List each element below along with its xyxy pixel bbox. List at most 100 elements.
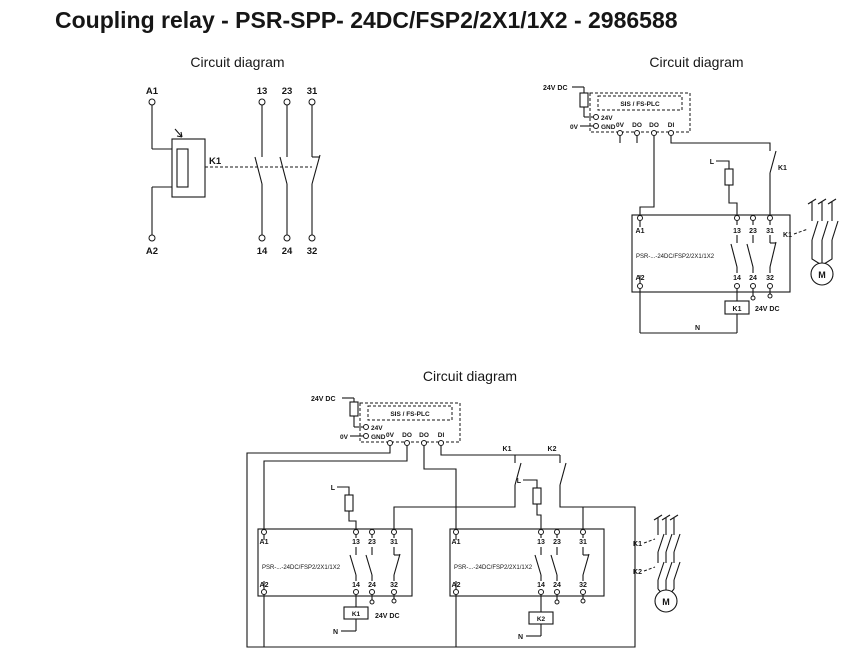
circuit-diagram-2: Circuit diagram: [540, 54, 853, 347]
return-loop: [246, 446, 636, 648]
dev-24-label: 24: [749, 275, 757, 282]
device1-name: PSR-...-24DC/FSP2/2X1/1X2: [262, 565, 341, 571]
circuit-svg-2: 24V DC SIS / FS-PLC 24V GND 0V 0V DO DO …: [543, 85, 839, 334]
dev1-14-label: 14: [352, 582, 360, 589]
dev-a1-label: A1: [636, 228, 645, 235]
supply-24vdc: [342, 397, 363, 428]
io-do1-label: DO: [402, 432, 412, 439]
contactor-coil-circuit-2: [455, 595, 586, 647]
line2-label: L: [517, 478, 522, 485]
plc-24v-label: 24V: [371, 425, 383, 432]
dev2-24-label: 24: [553, 582, 561, 589]
motor-label: M: [662, 597, 670, 607]
terminal-label-24: 24: [282, 246, 293, 257]
feedback-k1-label: K1: [778, 165, 787, 172]
motor-circle: [810, 262, 834, 286]
circuit-svg-1: A1 13 23 31 A2 14 24 32 K1: [146, 86, 321, 257]
psr-relay-block-2: [449, 528, 605, 597]
dev2-14-label: 14: [537, 582, 545, 589]
supply-24vdc: [572, 86, 593, 118]
dev1-13-label: 13: [352, 539, 360, 546]
contactor-k2-label: K2: [633, 569, 642, 576]
coil-supply-label: 24V DC: [755, 306, 780, 313]
terminal-label-a2: A2: [146, 246, 158, 257]
dev-14-label: 14: [733, 275, 741, 282]
plc-24v-label: 24V: [601, 115, 613, 122]
dev2-31-label: 31: [579, 539, 587, 546]
fuse: [724, 168, 734, 186]
io-do2-label: DO: [419, 432, 429, 439]
control-wiring: [263, 446, 584, 529]
contactor-coil-circuit: [639, 289, 773, 334]
dev2-13-label: 13: [537, 539, 545, 546]
zero-volt-label: 0V: [340, 434, 349, 441]
feedback-k2-label: K2: [548, 446, 557, 453]
terminal-label-31: 31: [307, 86, 318, 97]
contactor-link: [793, 228, 809, 235]
dev2-32-label: 32: [579, 582, 587, 589]
io-di-label: DI: [438, 432, 445, 439]
io-0v-label: 0V: [386, 432, 395, 439]
diagram-1-heading: Circuit diagram: [190, 54, 285, 70]
coil-k1-label: K1: [352, 611, 361, 618]
line-fuse-branch-2: [523, 479, 542, 529]
coil-label-k1: K1: [209, 156, 222, 167]
contactor-link-k1: [643, 538, 656, 544]
motor-label: M: [818, 270, 826, 280]
coil-supply-label: 24V DC: [375, 613, 400, 620]
dev-32-label: 32: [766, 275, 774, 282]
io-di-label: DI: [668, 122, 675, 129]
coil-k1-label: K1: [733, 306, 742, 313]
coil-inner: [176, 148, 189, 188]
diagram-3-heading: Circuit diagram: [422, 368, 518, 384]
dev1-31-label: 31: [390, 539, 398, 546]
contactor-k1-label: K1: [633, 541, 642, 548]
dev1-a2-label: A2: [260, 582, 269, 589]
contactor-coil-circuit-1: [263, 595, 397, 647]
terminal-label-a1: A1: [146, 86, 159, 97]
fuse: [349, 401, 359, 417]
dev1-32-label: 32: [390, 582, 398, 589]
io-do1-label: DO: [632, 122, 642, 129]
io-0v-label: 0V: [616, 122, 625, 129]
circuit-diagram-1: Circuit diagram: [130, 54, 345, 267]
motor-branch: [793, 198, 839, 286]
plc-label: SIS / FS-PLC: [390, 411, 430, 418]
io-do2-label: DO: [649, 122, 659, 129]
coil-k2-label: K2: [537, 616, 546, 623]
neutral-label: N: [695, 325, 700, 332]
contactor-link-k2: [643, 566, 656, 572]
nc-contact-31-32: [311, 105, 321, 235]
neutral2-label: N: [518, 634, 523, 641]
safety-plc-block: [350, 402, 461, 446]
dev-13-label: 13: [733, 228, 741, 235]
terminal-label-32: 32: [307, 246, 318, 257]
terminal-label-14: 14: [257, 246, 268, 257]
no-contact-13-14: [254, 105, 263, 235]
line-fuse-branch-1: [337, 486, 357, 529]
plc-label: SIS / FS-PLC: [620, 101, 660, 108]
dev-31-label: 31: [766, 228, 774, 235]
dev2-a2-label: A2: [452, 582, 461, 589]
zero-volt-label: 0V: [570, 124, 579, 131]
neutral1-label: N: [333, 629, 338, 636]
page-title: Coupling relay - PSR-SPP- 24DC/FSP2/2X1/…: [55, 7, 678, 33]
line1-label: L: [331, 485, 336, 492]
line-label: L: [710, 159, 715, 166]
terminal-dots: [148, 98, 316, 242]
dev1-23-label: 23: [368, 539, 376, 546]
control-wiring: [639, 136, 777, 215]
feedback-k1-label: K1: [503, 446, 512, 453]
device2-name: PSR-...-24DC/FSP2/2X1/1X2: [454, 565, 533, 571]
fuse: [579, 92, 589, 108]
plc-gnd-label: GND: [601, 124, 616, 131]
psr-relay-block-1: [257, 528, 413, 597]
motor-branch: [643, 514, 681, 613]
plug-in-marker-icon: [174, 128, 183, 138]
supply-label: 24V DC: [543, 85, 568, 92]
dev-23-label: 23: [749, 228, 757, 235]
dev-a2-label: A2: [636, 275, 645, 282]
circuit-diagram-3: Circuit diagram: [245, 368, 695, 649]
line-fuse-branch: [716, 160, 738, 215]
